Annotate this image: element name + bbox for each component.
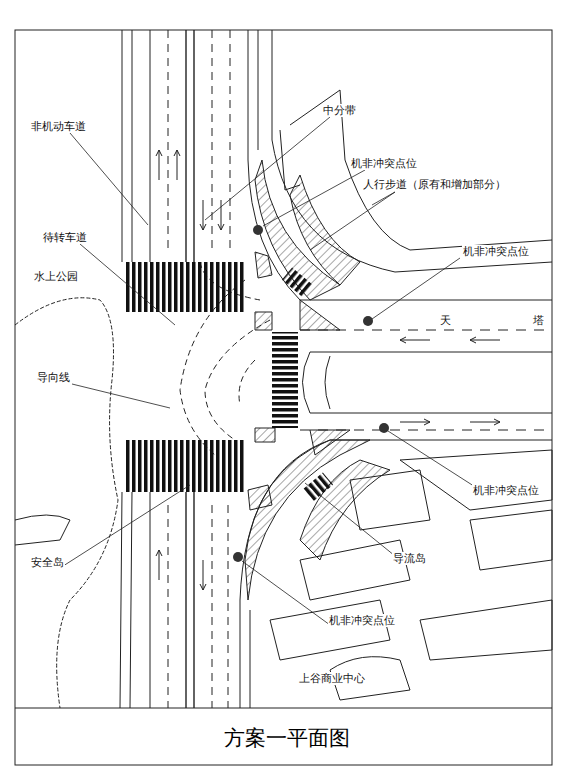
callout-label: 中分带 <box>322 104 357 117</box>
callout-label: 上谷商业中心 <box>298 672 366 685</box>
callout-label: 机非冲突点位 <box>350 157 418 170</box>
callout-label: 导向线 <box>36 371 71 384</box>
callout-label: 导流岛 <box>392 552 427 565</box>
callout-label: 机非冲突点位 <box>472 484 540 497</box>
road-name: 天 <box>440 315 451 327</box>
callout-label: 非机动车道 <box>30 120 87 133</box>
callout-label: 待转车道 <box>42 231 88 244</box>
road-name: 塔 <box>533 315 544 327</box>
callout-label: 机非冲突点位 <box>328 614 396 627</box>
callout-label: 人行步道（原有和增加部分） <box>362 178 507 191</box>
callout-label: 安全岛 <box>30 556 65 569</box>
drawing-title: 方案一平面图 <box>0 724 574 752</box>
callout-label: 机非冲突点位 <box>462 245 530 258</box>
callout-label: 水上公园 <box>33 270 79 283</box>
